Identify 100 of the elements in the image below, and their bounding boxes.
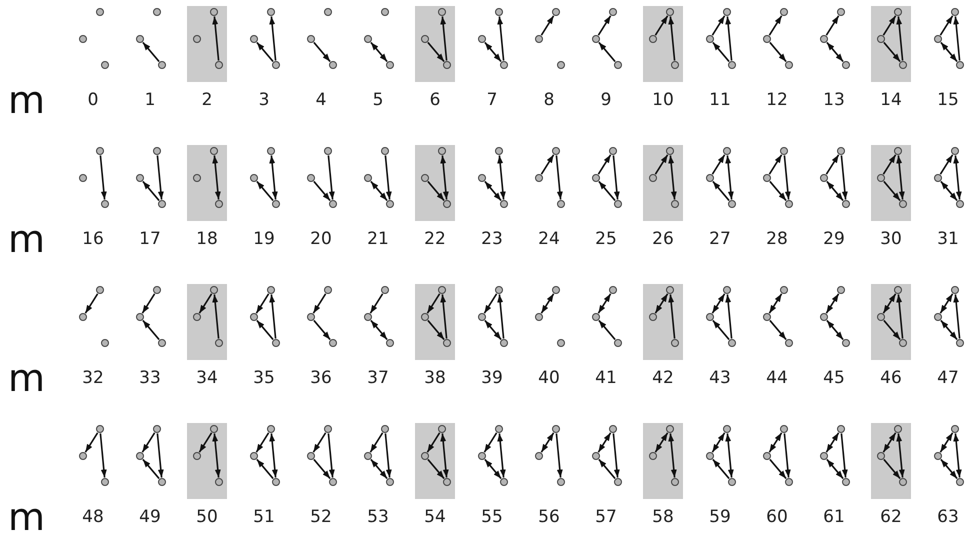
motif-number: 24 <box>538 229 560 249</box>
node-circle <box>706 313 714 321</box>
arrow <box>370 180 388 202</box>
arrow <box>100 155 107 200</box>
arrow <box>100 433 107 478</box>
node-circle <box>666 425 674 433</box>
node-circle <box>649 35 657 43</box>
node-circle <box>210 8 218 16</box>
motif-number: 27 <box>709 229 731 249</box>
arrow <box>427 42 445 62</box>
node-circle <box>785 478 793 486</box>
motif-number: 28 <box>766 229 788 249</box>
node-circle <box>250 174 258 182</box>
node-circle <box>728 339 736 347</box>
motif-number: 43 <box>709 368 731 388</box>
arrow <box>312 432 326 453</box>
node-circle <box>443 200 451 208</box>
node-circle <box>158 478 166 486</box>
motif-number: 3 <box>258 90 270 110</box>
motif-number: 14 <box>880 90 902 110</box>
node-circle <box>671 339 679 347</box>
node-circle <box>837 8 845 16</box>
motif-number: 29 <box>823 229 845 249</box>
arrow <box>269 16 276 61</box>
arrow <box>598 15 612 36</box>
node-circle <box>894 425 902 433</box>
shaded-panel <box>643 423 683 499</box>
node-circle <box>780 286 788 294</box>
motif-number: 62 <box>880 507 902 527</box>
node-circle <box>728 61 736 69</box>
node-circle <box>495 286 503 294</box>
node-circle <box>649 452 657 460</box>
arrow <box>784 155 791 200</box>
node-circle <box>842 478 850 486</box>
node-circle <box>614 61 622 69</box>
node-circle <box>210 286 218 294</box>
node-circle <box>421 174 429 182</box>
motif-number: 25 <box>595 229 617 249</box>
node-circle <box>250 313 258 321</box>
node-circle <box>329 478 337 486</box>
motif-number: 30 <box>880 229 902 249</box>
arrow <box>440 294 448 339</box>
arrow <box>668 16 676 61</box>
arrow <box>883 180 901 202</box>
arrow <box>440 16 448 61</box>
arrow <box>953 155 962 200</box>
motif-number: 47 <box>937 368 959 388</box>
node-circle <box>552 147 560 155</box>
node-circle <box>79 313 87 321</box>
arrow <box>142 180 160 202</box>
arrow <box>712 432 726 453</box>
arrow <box>84 432 98 453</box>
arrow <box>712 458 730 480</box>
node-circle <box>438 8 446 16</box>
motif-number: 16 <box>82 229 104 249</box>
shaded-panel <box>415 284 455 360</box>
arrow <box>484 42 502 62</box>
node-circle <box>193 174 201 182</box>
arrow <box>440 155 449 200</box>
shaded-panel <box>415 423 455 499</box>
arrow <box>896 16 904 61</box>
node-circle <box>329 61 337 69</box>
motif-number: 37 <box>367 368 389 388</box>
node-circle <box>478 313 486 321</box>
node-circle <box>899 61 907 69</box>
arrow <box>826 432 840 453</box>
arrow <box>598 154 612 175</box>
node-circle <box>215 478 223 486</box>
arrow <box>256 458 274 480</box>
arrow <box>313 42 331 62</box>
motif-number: 36 <box>310 368 332 388</box>
node-circle <box>894 286 902 294</box>
arrow <box>840 155 848 200</box>
node-circle <box>899 339 907 347</box>
arrow <box>440 433 449 478</box>
arrow <box>769 320 787 340</box>
node-circle <box>324 8 332 16</box>
motif-number: 4 <box>316 90 326 110</box>
motif-number: 60 <box>766 507 788 527</box>
row-label: m <box>8 358 46 398</box>
motif-number: 23 <box>481 229 503 249</box>
node-circle <box>706 35 714 43</box>
node-circle <box>763 313 771 321</box>
motif-number: 45 <box>823 368 845 388</box>
arrow <box>370 458 388 480</box>
shaded-panel <box>187 423 227 499</box>
motif-number: 41 <box>595 368 617 388</box>
node-circle <box>877 313 885 321</box>
node-circle <box>500 478 508 486</box>
arrow <box>156 155 164 200</box>
node-circle <box>215 200 223 208</box>
motif-number: 38 <box>424 368 446 388</box>
node-circle <box>272 478 280 486</box>
motif-number: 11 <box>709 90 731 110</box>
arrow <box>768 154 782 175</box>
shaded-panel <box>187 145 227 221</box>
node-circle <box>386 478 394 486</box>
arrow <box>269 294 276 339</box>
arrow <box>427 180 445 202</box>
arrow <box>198 293 212 314</box>
